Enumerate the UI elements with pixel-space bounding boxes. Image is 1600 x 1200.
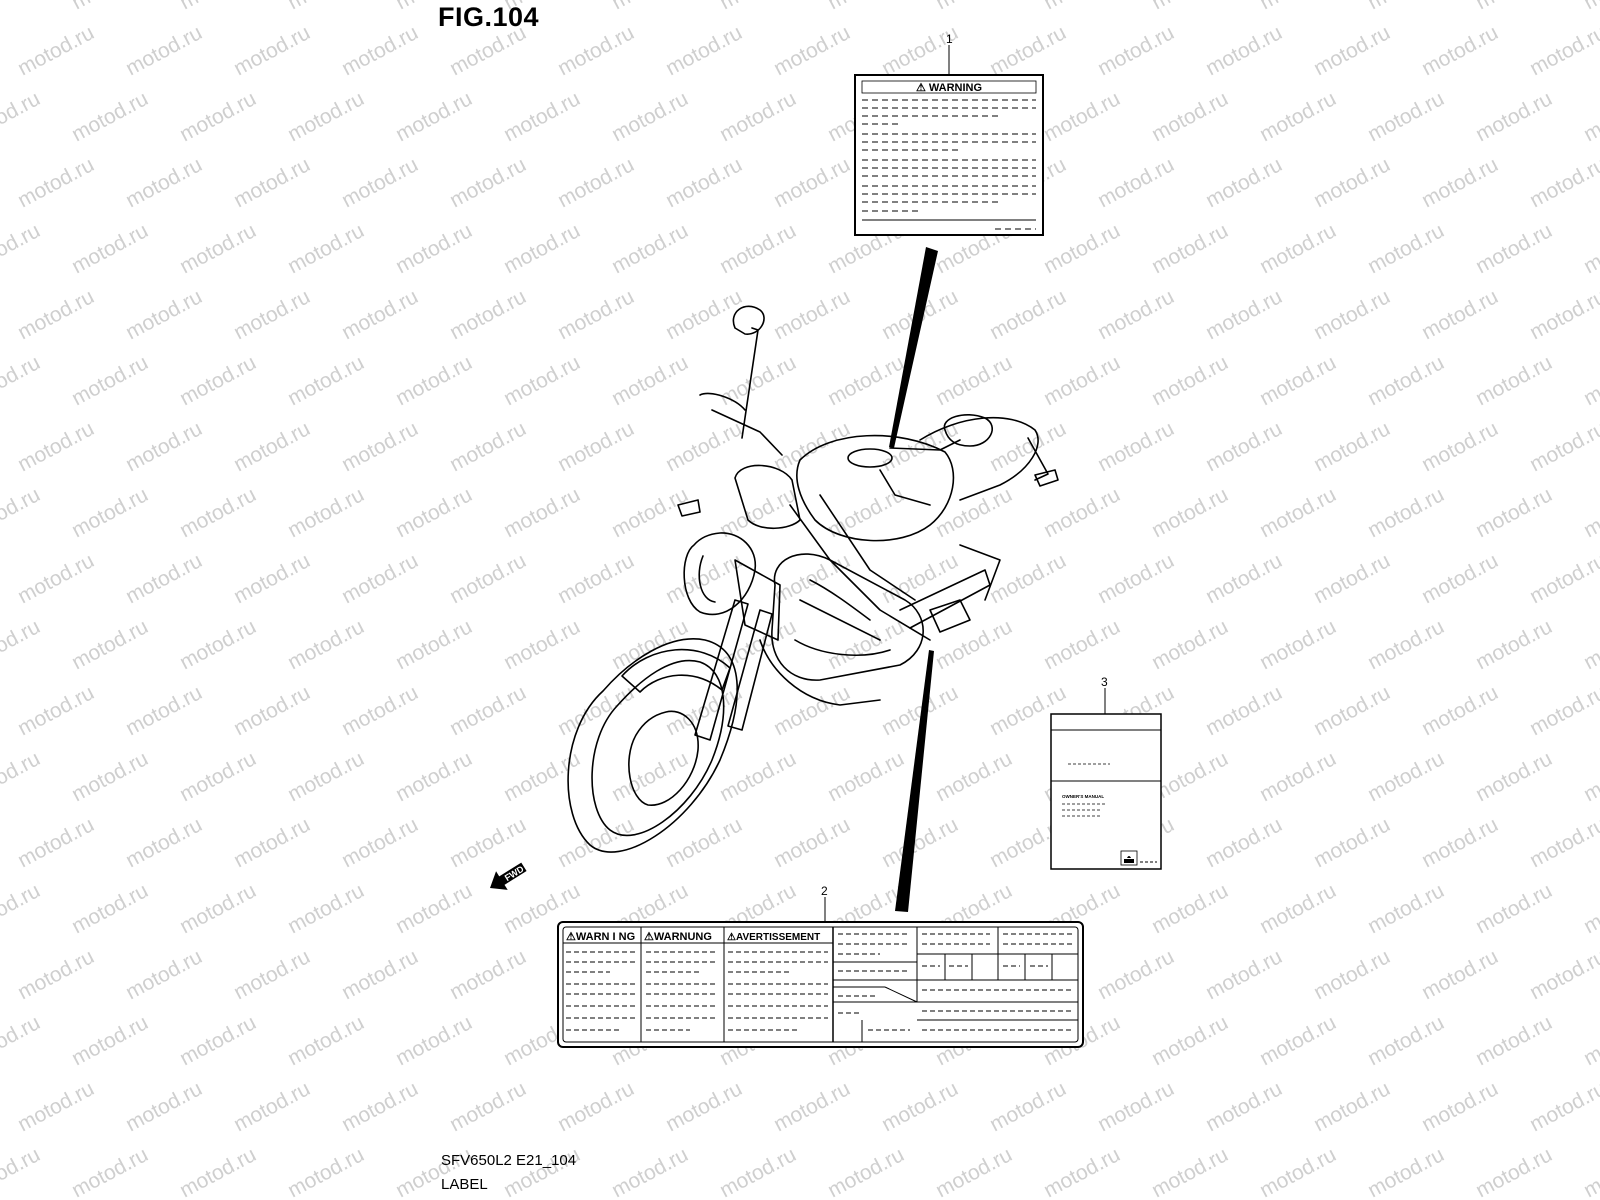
figure-model-code: SFV650L2 E21_104 <box>441 1152 577 1169</box>
figure-title: FIG.104 <box>438 2 540 32</box>
label-2-multilingual-warning[interactable]: ⚠WARN I NG ⚠WARNUNG ⚠AVERTISSEMENT <box>557 921 1084 1048</box>
leader-label-1 <box>889 247 938 448</box>
label-1-warning[interactable]: ⚠ WARNING <box>854 74 1044 236</box>
label-3-header: OWNER'S MANUAL <box>1062 794 1104 799</box>
label-1-header: ⚠ WARNING <box>916 82 982 94</box>
leader-label-2 <box>895 650 934 912</box>
forward-arrow-icon: FWD <box>490 862 527 890</box>
figure-name: LABEL <box>441 1176 488 1193</box>
label-2-header-fr: ⚠AVERTISSEMENT <box>727 932 820 943</box>
label-2-header-de: ⚠WARNUNG <box>644 931 712 943</box>
callout-2: 2 <box>821 884 828 898</box>
callout-3: 3 <box>1101 675 1108 689</box>
callout-1: 1 <box>946 32 953 46</box>
motorcycle-drawing <box>567 305 1059 853</box>
label-3-owners-manual[interactable]: OWNER'S MANUAL <box>1050 713 1162 870</box>
label-2-header-en: ⚠WARN I NG <box>566 931 635 943</box>
